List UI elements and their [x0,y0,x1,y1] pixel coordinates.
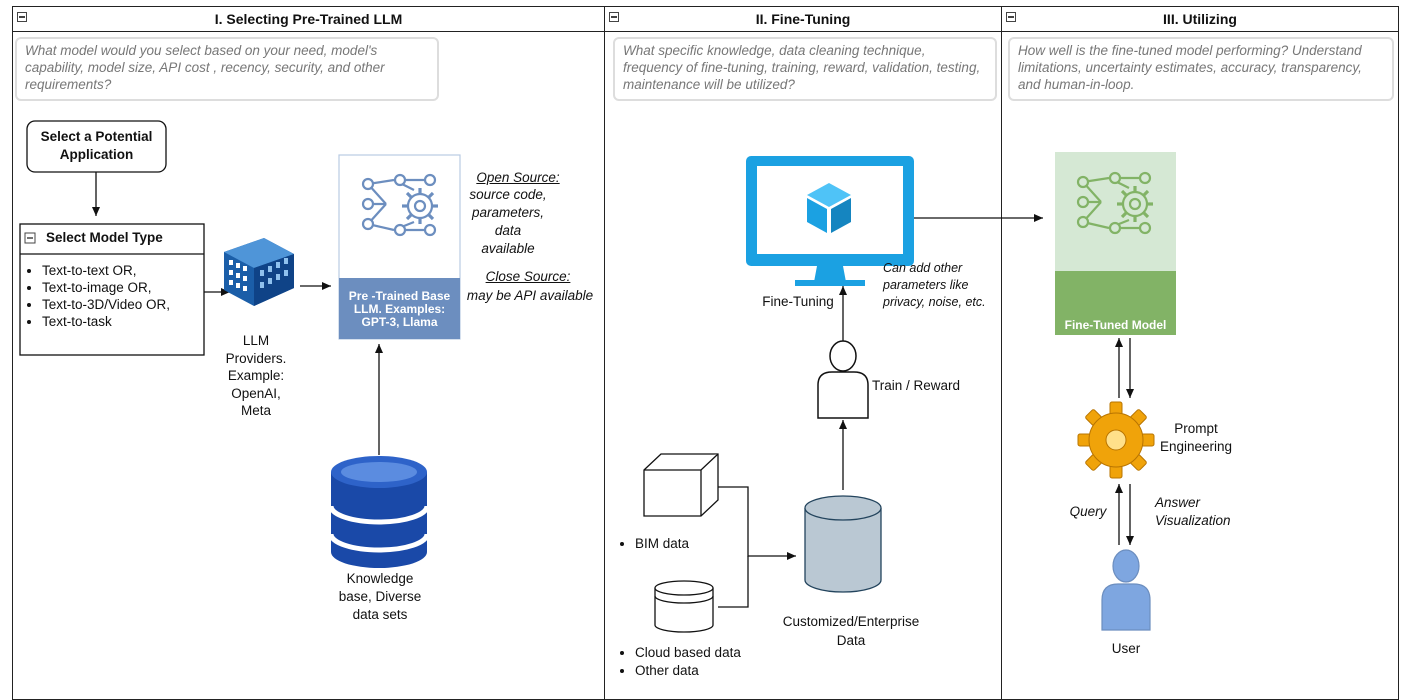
neural-gear-icon [361,173,438,237]
query-label: Query [1069,504,1107,519]
base-llm-footer [339,278,460,339]
open-source-title: Open Source: [476,170,560,185]
lane-title: II. Fine-Tuning [755,11,851,27]
bim-list: BIM data [615,535,689,553]
question-box-selecting: What model would you select based on you… [15,37,439,101]
collapse-icon[interactable] [17,12,27,22]
train-label: Train / Reward [872,378,961,393]
params-note: Can add other parameters like privacy, n… [883,261,986,309]
arrow-cloud-to-enterprise [718,556,749,608]
lane-header: I. Selecting Pre-Trained LLM [13,7,604,32]
collapse-icon[interactable] [609,12,619,22]
model-type-title: Select Model Type [46,230,163,245]
list-item: Text-to-task [42,313,170,330]
enterprise-label: Customized/Enterprise Data [782,614,920,648]
knowledge-label: Knowledge base, Diverse data sets [338,571,422,622]
lane-title: I. Selecting Pre-Trained LLM [214,11,403,27]
lane-header: II. Fine-Tuning [605,7,1001,32]
list-item: Text-to-3D/Video OR, [42,296,170,313]
cloud-data-cylinder-icon [654,580,714,633]
open-source-desc: source code, parameters, data available [469,187,547,256]
monitor-icon [746,156,914,286]
list-item: Text-to-text OR, [42,262,170,279]
select-app-label: Select a Potential Application [40,129,153,162]
providers-label: LLM Providers. Example: OpenAI, Meta [225,333,287,418]
prompt-label: Prompt Engineering [1159,421,1233,454]
user-icon [1101,549,1151,631]
database-icon [328,456,430,568]
question-box-fine-tuning: What specific knowledge, data cleaning t… [613,37,997,101]
trainer-person-icon [817,340,869,419]
bim-cube-icon [643,453,719,517]
list-item: BIM data [635,535,689,553]
other-data-list: Cloud based data Other data [615,644,741,680]
question-box-utilizing: How well is the fine-tuned model perform… [1008,37,1394,101]
fine-tuning-label: Fine-Tuning [762,294,834,309]
collapse-icon[interactable] [1006,12,1016,22]
base-llm-label: Pre -Trained Base LLM. Examples: GPT-3, … [348,289,451,329]
lane-title: III. Utilizing [1163,11,1237,27]
close-source-desc: may be API available [466,288,594,303]
model-type-box [19,223,205,356]
lane-header: III. Utilizing [1002,7,1398,32]
list-item: Other data [635,662,741,680]
list-item: Cloud based data [635,644,741,662]
arrow-bim-to-enterprise [718,486,796,560]
fine-tuned-model-footer [1055,271,1176,335]
select-app-box [26,120,167,173]
list-item: Text-to-image OR, [42,279,170,296]
building-icon [224,238,294,306]
fine-tuned-model-label: Fine-Tuned Model [1064,318,1167,332]
neural-gear-icon [1076,171,1153,235]
model-type-list: Text-to-text OR, Text-to-image OR, Text-… [12,262,170,330]
close-source-title: Close Source: [485,269,571,284]
enterprise-cylinder-icon [804,495,882,593]
gear-icon [1077,401,1155,479]
answer-label: Answer Visualization [1155,495,1231,528]
user-label: User [1111,641,1141,656]
